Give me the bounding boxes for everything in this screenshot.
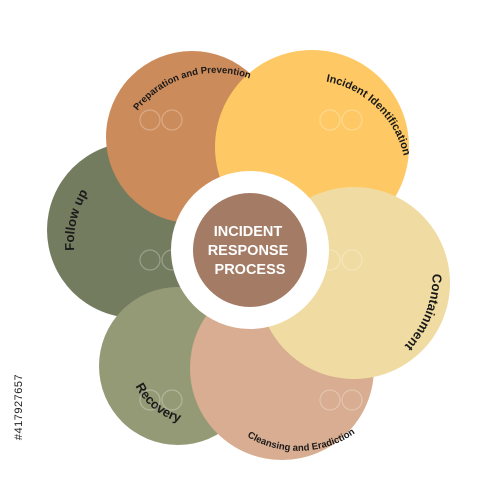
center-line-3: PROCESS bbox=[215, 262, 286, 278]
center-title: INCIDENT RESPONSE PROCESS bbox=[208, 224, 293, 278]
center-line-1: INCIDENT bbox=[214, 224, 283, 240]
center-line-2: RESPONSE bbox=[208, 243, 289, 259]
center-hub bbox=[193, 193, 307, 307]
stock-image-id: #417927657 bbox=[13, 373, 25, 441]
